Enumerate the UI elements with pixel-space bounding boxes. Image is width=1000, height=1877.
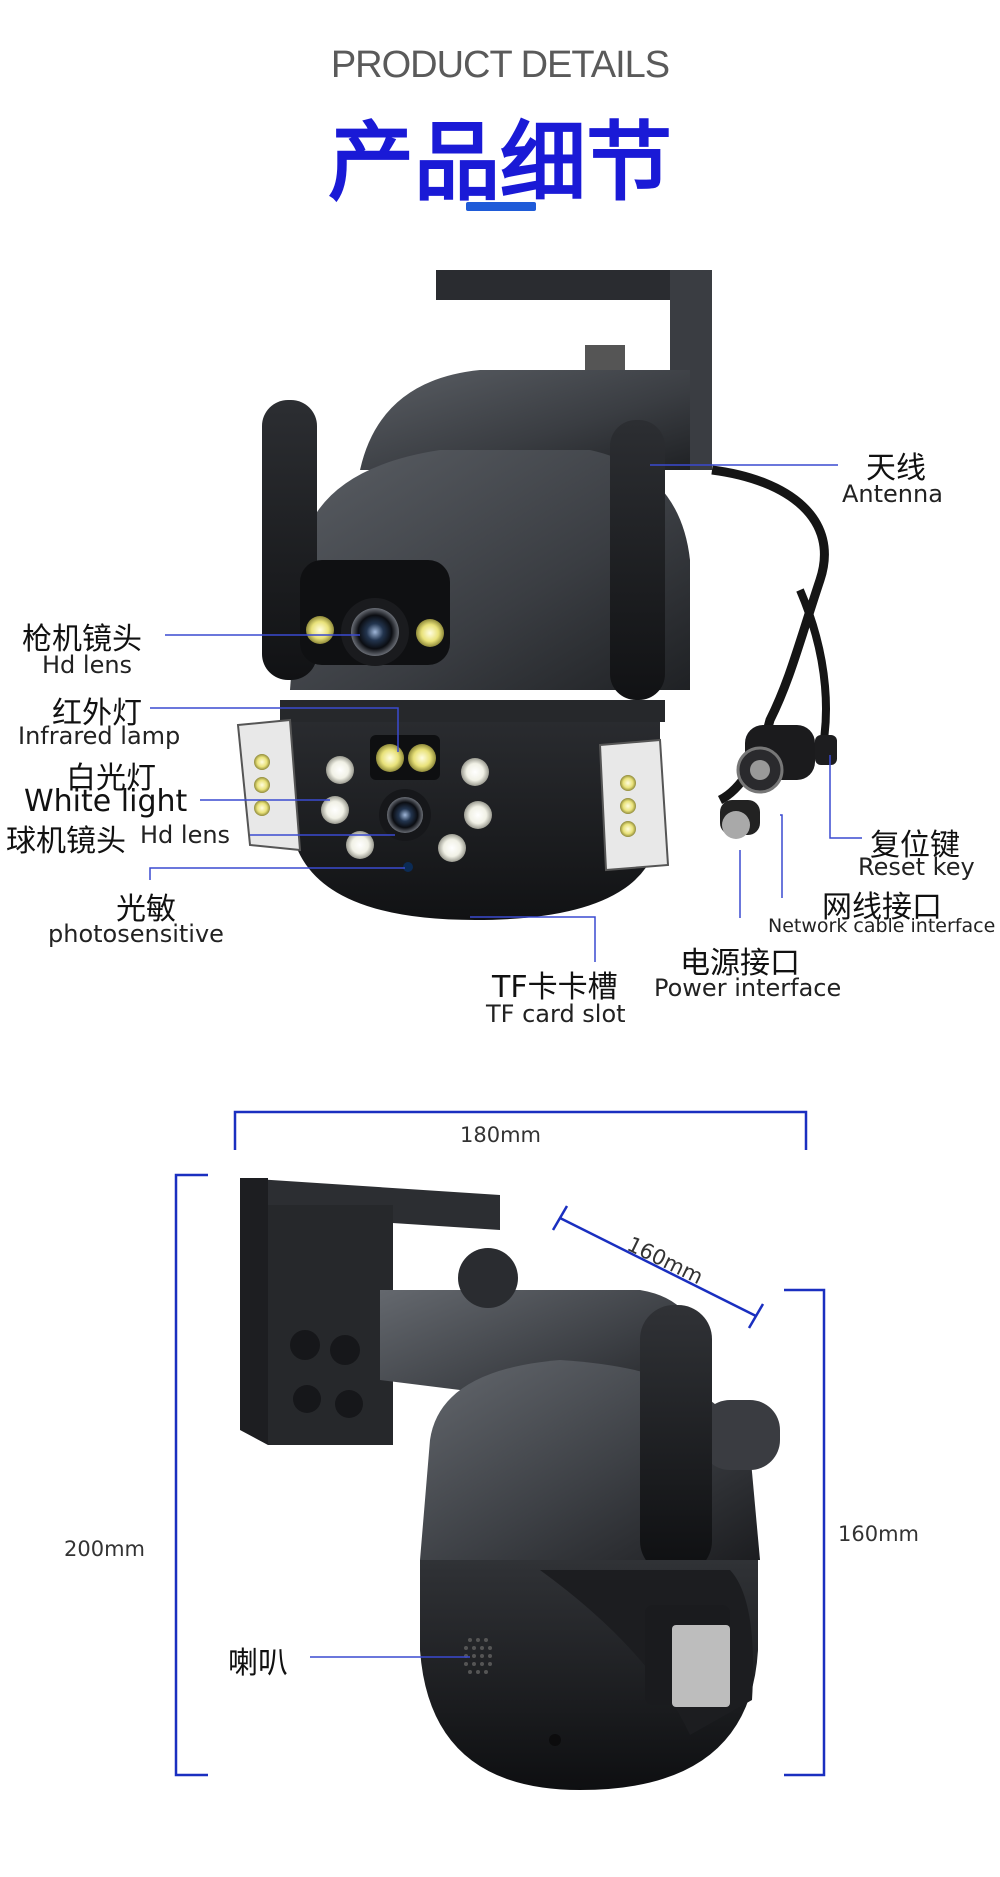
reset-label-cn: 复位键 xyxy=(870,828,960,863)
dim-height-body: 160mm xyxy=(838,1522,919,1546)
tf-slot-label-cn: TF卡卡槽 xyxy=(492,970,618,1005)
gun-lens-label-en: Hd lens xyxy=(42,651,133,679)
antenna-label-en: Antenna xyxy=(842,480,943,508)
subtitle-en: PRODUCT DETAILS xyxy=(330,44,670,86)
photosensitive-sensor xyxy=(403,862,413,872)
dim-height-total: 200mm xyxy=(64,1537,145,1561)
mount-arm xyxy=(360,370,690,470)
photosensitive-label-cn: 光敏 xyxy=(116,892,176,927)
tf-slot-label-en: TF card slot xyxy=(486,1000,626,1028)
gun-lens xyxy=(351,608,399,656)
side-bracket xyxy=(240,1178,500,1445)
title-underline xyxy=(466,202,536,211)
callout-lines xyxy=(149,464,862,962)
ball-lens-label-en: Hd lens xyxy=(140,821,231,849)
dimension-lines xyxy=(174,1110,826,1777)
network-label-cn: 网线接口 xyxy=(822,890,942,925)
antenna-right xyxy=(610,420,665,700)
ball-lens-label-cn: 球机镜头 xyxy=(6,824,126,859)
power-label-en: Power interface xyxy=(654,974,842,1002)
antenna-label-cn: 天线 xyxy=(866,451,926,486)
ball-lens xyxy=(387,797,423,833)
gun-lens-label-cn: 枪机镜头 xyxy=(22,622,142,657)
ball-lens-panel xyxy=(321,735,492,872)
side-antenna xyxy=(640,1305,712,1575)
cable-connectors xyxy=(720,725,837,839)
white-light-label-cn: 白光灯 xyxy=(66,761,156,796)
white-light-label-en: White light xyxy=(24,784,188,819)
infrared-label-cn: 红外灯 xyxy=(52,696,142,731)
speaker-label-cn: 喇叭 xyxy=(228,1646,288,1681)
network-label-en: Network cable interface xyxy=(768,915,996,937)
side-lamp-right xyxy=(598,738,670,872)
side-lamp-left xyxy=(236,718,302,852)
reset-label-en: Reset key xyxy=(858,853,975,881)
page-title: 产品细节 xyxy=(328,113,672,213)
side-lamp xyxy=(672,1625,730,1707)
speaker-grille xyxy=(464,1638,492,1674)
infrared-label-en: Infrared lamp xyxy=(18,722,181,750)
power-label-cn: 电源接口 xyxy=(680,946,800,981)
dim-width: 180mm xyxy=(460,1123,541,1147)
photosensitive-label-en: photosensitive xyxy=(48,920,224,948)
